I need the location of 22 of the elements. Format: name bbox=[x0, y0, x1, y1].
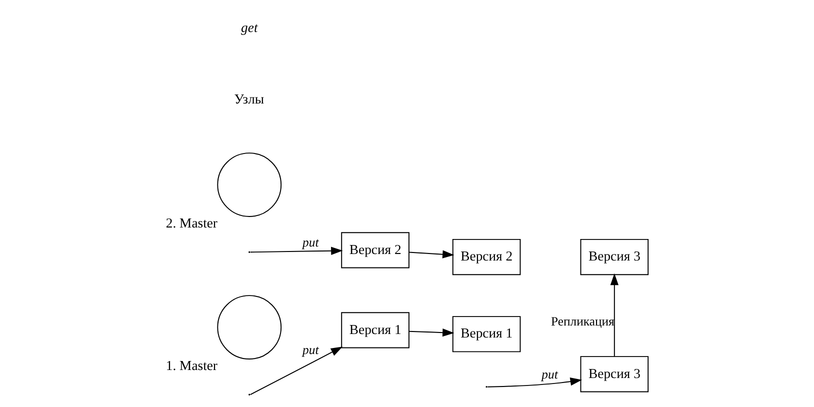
node-box: Версия 1 bbox=[452, 316, 521, 352]
arrow bbox=[250, 246, 343, 255]
node-box: Версия 1 bbox=[341, 312, 410, 348]
arrow bbox=[487, 377, 582, 388]
node-box: Версия 3 bbox=[580, 238, 649, 276]
node-box: Версия 2 bbox=[452, 238, 521, 276]
arrow bbox=[408, 250, 454, 258]
label: get bbox=[241, 20, 258, 36]
edge-label: Репликация bbox=[550, 314, 614, 329]
node-circle bbox=[217, 152, 282, 217]
arrow bbox=[408, 328, 454, 337]
node-label: 2. Master bbox=[166, 215, 218, 230]
node-circle bbox=[217, 295, 282, 360]
edge-label: put bbox=[302, 236, 319, 250]
edge-label: put bbox=[302, 343, 319, 358]
label: Узлы bbox=[234, 91, 264, 106]
edge-label: put bbox=[542, 367, 558, 382]
arrow bbox=[250, 346, 343, 396]
node-label: 1. Master bbox=[166, 358, 218, 373]
node-box: Версия 3 bbox=[580, 356, 649, 392]
arrow bbox=[610, 273, 619, 357]
node-box: Версия 2 bbox=[341, 232, 410, 268]
